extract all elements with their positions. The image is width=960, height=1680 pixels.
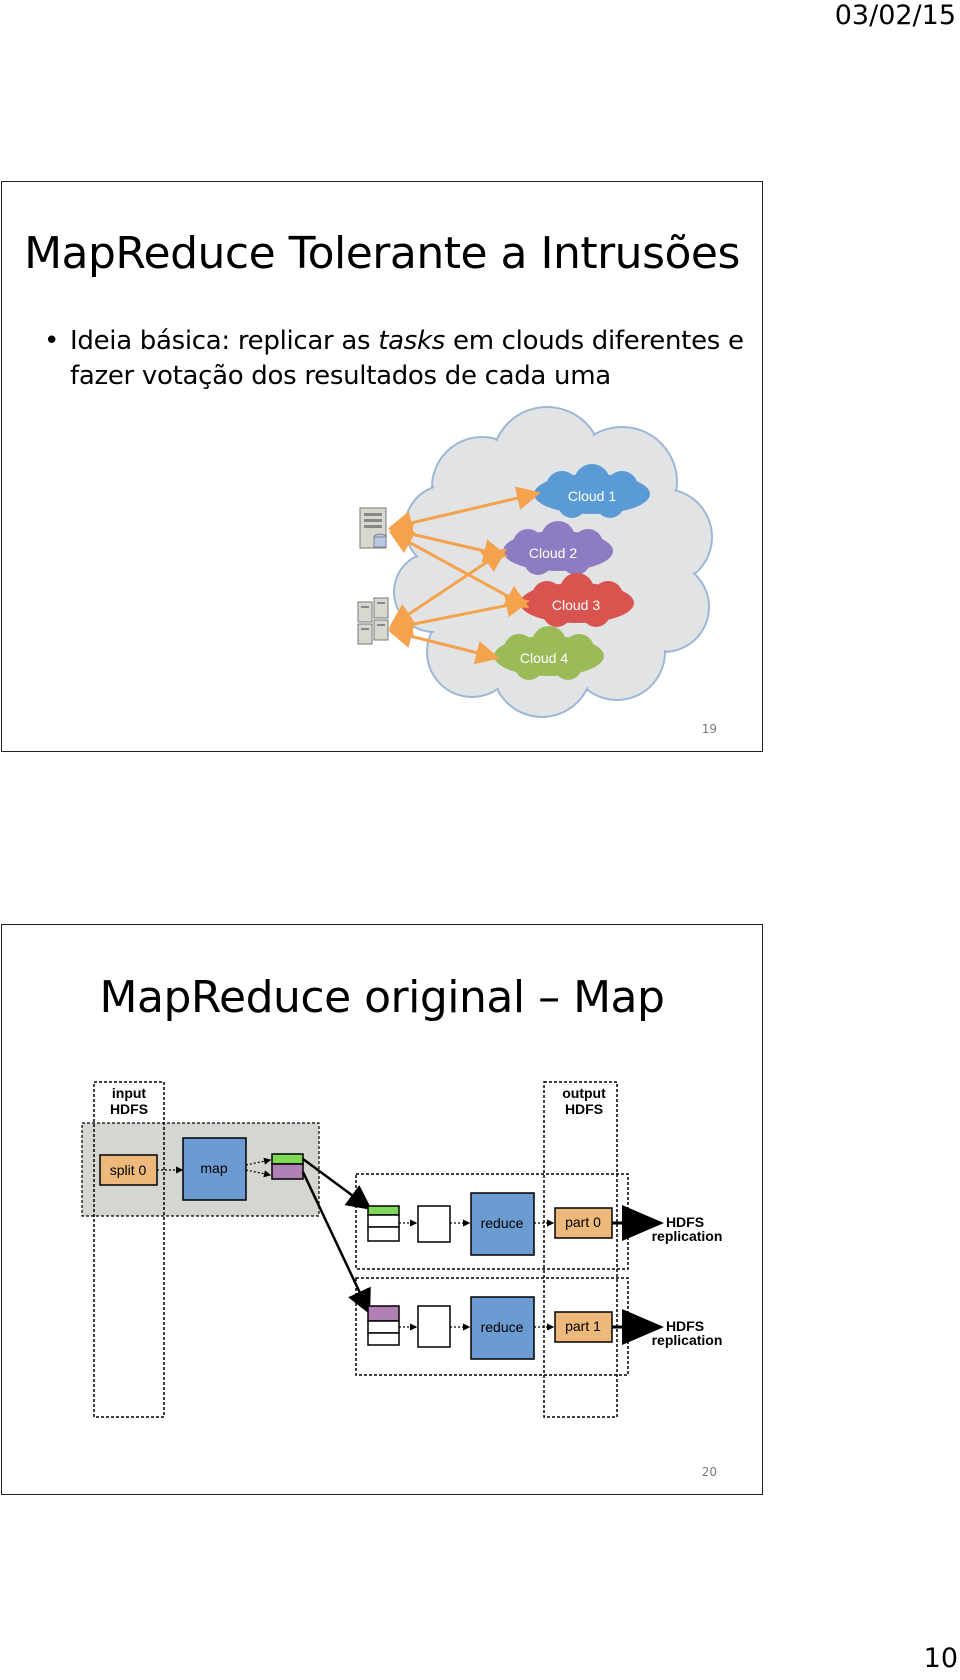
partition-green	[271, 1153, 304, 1165]
shuffle-arrow-1	[302, 1157, 373, 1210]
reducer-input-slot	[367, 1214, 400, 1228]
part-0-box	[554, 1207, 613, 1239]
part-0-label: part 0	[565, 1214, 601, 1230]
slide-19: MapReduce Tolerante a Intrusões • Ideia …	[1, 181, 763, 752]
output-hdfs-label: HDFS	[565, 1101, 603, 1117]
reducer-input-slot	[367, 1226, 400, 1242]
reduce-box-1	[470, 1192, 535, 1256]
slide-title: MapReduce original – Map	[99, 972, 665, 1023]
part-1-label: part 1	[565, 1318, 601, 1334]
replication-label-2: HDFS	[666, 1318, 704, 1334]
bullet-text-prefix: Ideia básica: replicar as	[70, 326, 379, 356]
reduce-region-1	[355, 1173, 629, 1270]
bullet-marker: •	[44, 326, 60, 356]
merged-box-2	[417, 1305, 451, 1348]
page-date: 03/02/15	[834, 0, 956, 31]
replication-label-2: replication	[652, 1332, 723, 1348]
cloud-diagram: Cloud 1 Cloud 2 Cloud 3 Cloud 4	[357, 406, 713, 718]
reducer-input-purple	[367, 1305, 400, 1322]
server-cluster-icon	[357, 597, 389, 645]
cloud-4-label: Cloud 4	[520, 650, 568, 666]
input-hdfs-column	[93, 1081, 165, 1418]
merged-box-1	[417, 1205, 451, 1243]
partition-purple	[271, 1163, 304, 1180]
replication-label-1: replication	[652, 1228, 723, 1244]
reduce-label-1: reduce	[481, 1215, 524, 1231]
cloud-3-shape	[520, 573, 634, 627]
slide-number: 19	[701, 722, 717, 736]
input-hdfs-label: input	[112, 1085, 147, 1101]
reduce-label-2: reduce	[481, 1319, 524, 1335]
map-box	[182, 1137, 247, 1201]
cloud-1-label: Cloud 1	[568, 488, 616, 504]
map-label: map	[200, 1160, 227, 1176]
cloud-4-shape	[494, 626, 604, 680]
bullet-text-emphasis: tasks	[378, 326, 446, 356]
slide-title: MapReduce Tolerante a Intrusões	[24, 228, 740, 279]
slide-20: MapReduce original – Map input HDFS outp…	[1, 924, 763, 1495]
reducer-input-slot	[367, 1332, 400, 1346]
cloud-3-label: Cloud 3	[552, 597, 600, 613]
map-to-partition-arrow	[245, 1169, 272, 1178]
mapreduce-diagram: input HDFS output HDFS split 0 map	[81, 1081, 723, 1418]
server-icon	[359, 507, 387, 549]
reducer-input-slot	[367, 1320, 400, 1334]
page-number: 10	[923, 1643, 958, 1674]
cloud-1-shape	[534, 464, 650, 518]
input-hdfs-label: HDFS	[110, 1101, 148, 1117]
split-0-label: split 0	[110, 1162, 147, 1178]
slide-number: 20	[701, 1465, 717, 1479]
map-to-partition-arrow	[245, 1157, 272, 1166]
shuffle-arrow-2	[301, 1171, 371, 1315]
cloud-2-label: Cloud 2	[529, 545, 577, 561]
reduce-box-2	[470, 1296, 535, 1360]
output-hdfs-column	[543, 1081, 618, 1418]
bullet-text-suffix: em clouds diferentes e fazer votação dos…	[70, 326, 744, 391]
reducer-input-green	[367, 1205, 400, 1216]
output-hdfs-label: output	[562, 1085, 606, 1101]
connection-arrows	[388, 486, 541, 665]
bullet-point: • Ideia básica: replicar as tasks em clo…	[44, 324, 770, 394]
replication-label-1: HDFS	[666, 1214, 704, 1230]
